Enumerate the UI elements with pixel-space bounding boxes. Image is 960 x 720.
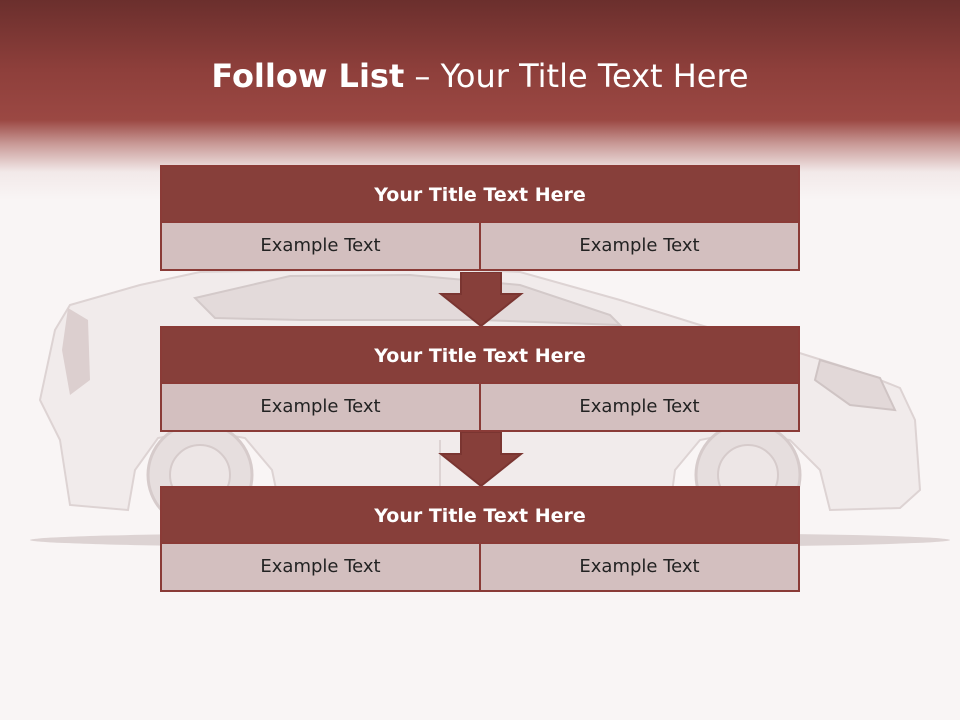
slide-title: Follow List – Your Title Text Here [0,52,960,100]
flow-block-title: Your Title Text Here [162,488,798,544]
flow-block-cell-left: Example Text [162,384,479,430]
flow-block-title: Your Title Text Here [162,167,798,223]
flow-block-cell-right: Example Text [479,544,798,590]
flow-block-row: Example Text Example Text [162,223,798,269]
flow-block-cell-right: Example Text [479,223,798,269]
flow-block-cell-left: Example Text [162,223,479,269]
arrow-down-icon [438,432,524,488]
slide-title-bold: Follow List [211,57,405,95]
flow-block-3: Your Title Text Here Example Text Exampl… [160,486,800,592]
slide-title-rest: – Your Title Text Here [404,57,749,95]
flow-block-1: Your Title Text Here Example Text Exampl… [160,165,800,271]
flow-block-row: Example Text Example Text [162,384,798,430]
arrow-down-icon [438,272,524,328]
flow-block-2: Your Title Text Here Example Text Exampl… [160,326,800,432]
flow-block-cell-left: Example Text [162,544,479,590]
flow-block-cell-right: Example Text [479,384,798,430]
flow-block-title: Your Title Text Here [162,328,798,384]
flow-block-row: Example Text Example Text [162,544,798,590]
